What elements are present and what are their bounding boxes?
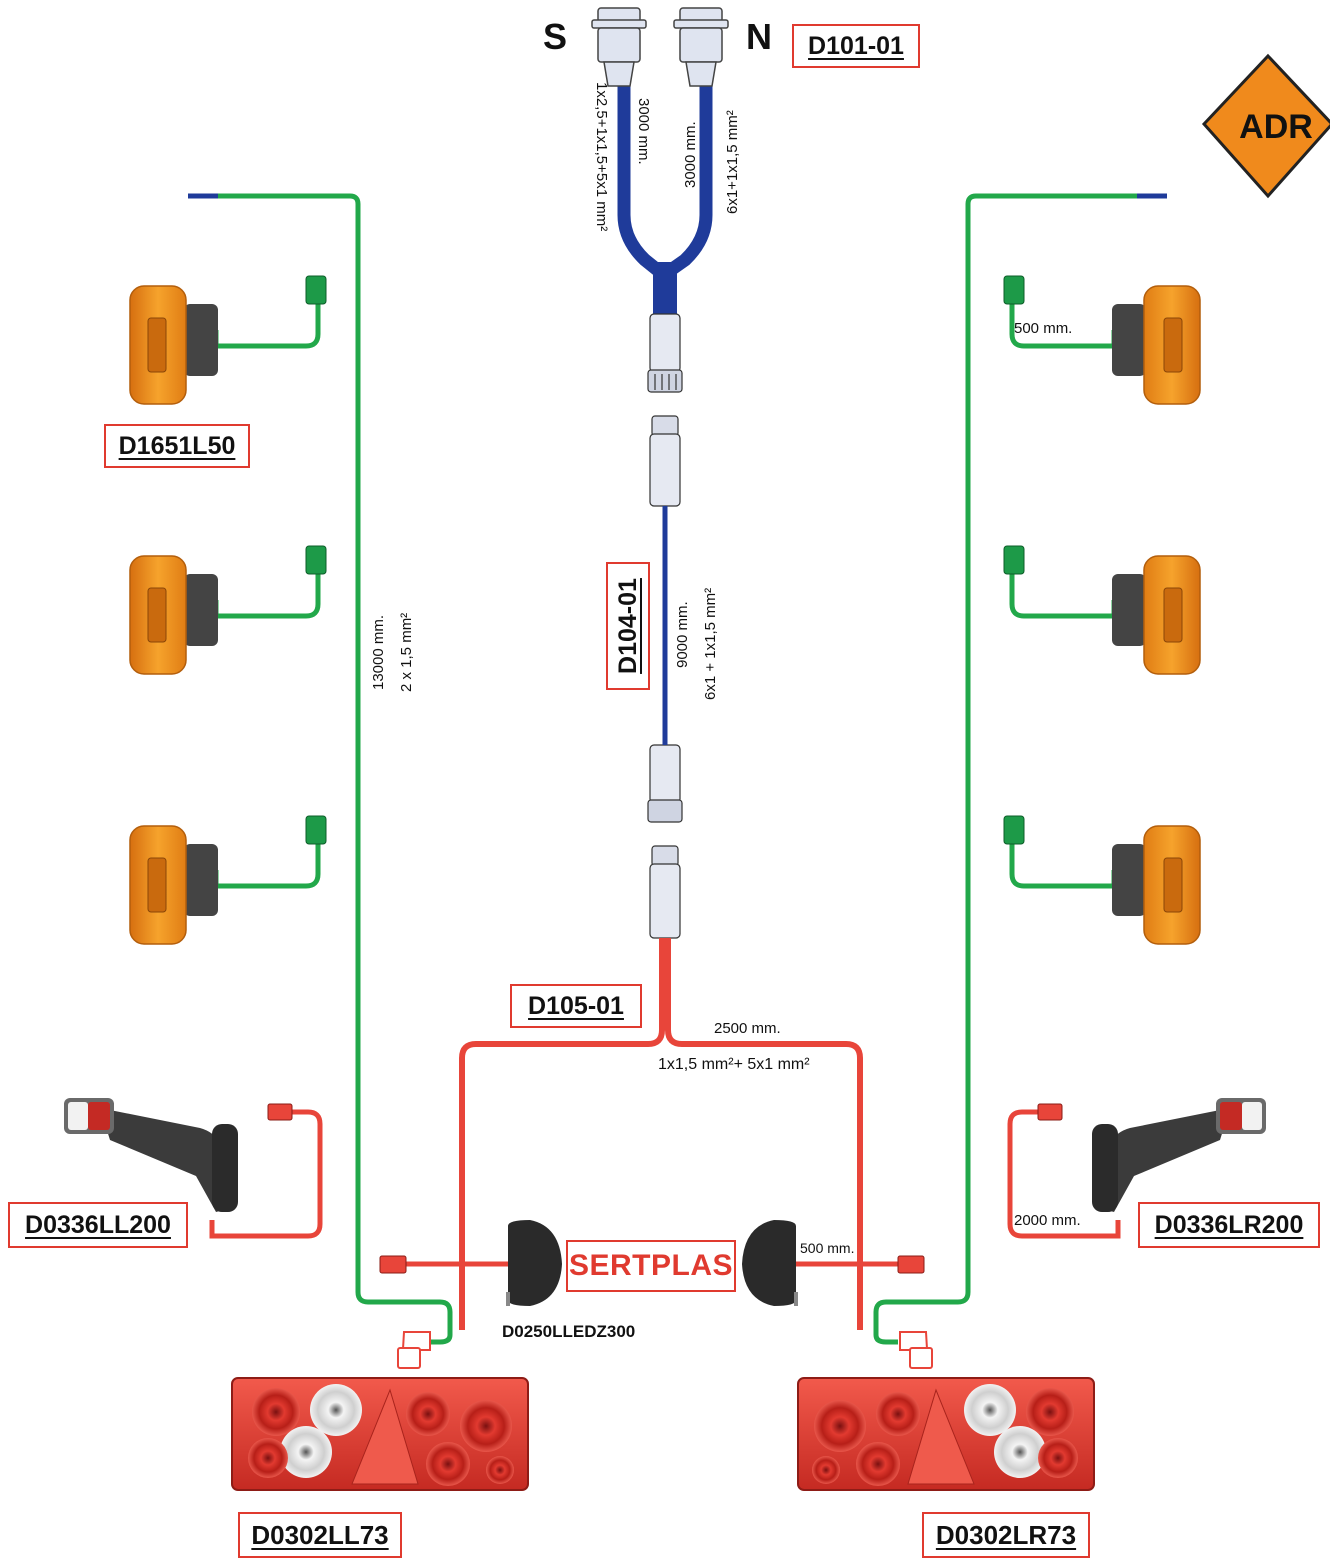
socket-s-icon xyxy=(591,7,647,87)
part-code-d0250: D0250LLEDZ300 xyxy=(502,1322,636,1341)
rear-lamp-right-icon xyxy=(797,1377,1095,1491)
part-code-d104: D104-01 xyxy=(606,562,650,690)
plate-lamp-left-icon xyxy=(379,1220,562,1306)
left-marker-lamps xyxy=(129,275,327,945)
cable-spec-side-section: 2 x 1,5 mm² xyxy=(398,612,415,692)
plug-connector-icon xyxy=(647,313,683,393)
cable-spec-n-length: 3000 mm. xyxy=(682,121,699,188)
part-code-d0302lr: D0302LR73 xyxy=(922,1512,1090,1558)
socket-n-label: N xyxy=(746,16,772,57)
rear-right-connector-icon xyxy=(899,1331,933,1369)
cable-spec-d104-length: 9000 mm. xyxy=(674,601,691,668)
cable-spec-side-length: 13000 mm. xyxy=(370,614,387,690)
cable-spec-d105-section: 1x1,5 mm²+ 5x1 mm² xyxy=(658,1056,810,1073)
rear-left-connector-icon xyxy=(397,1331,431,1369)
plate-lamp-right-icon xyxy=(742,1220,925,1306)
rear-lamp-left-icon xyxy=(231,1377,529,1491)
adr-diamond-icon: ADR xyxy=(1201,53,1330,199)
d104-cable xyxy=(647,415,683,823)
cable-spec-n-section: 6x1+1x1,5 mm² xyxy=(724,110,741,214)
brand-logo: SERTPLAS xyxy=(566,1240,736,1292)
cable-spec-s-section: 1x2,5+1x1,5+5x1 mm² xyxy=(593,82,610,232)
right-outline-lamp-icon xyxy=(1007,1098,1266,1239)
part-code-d0336ll: D0336LL200 xyxy=(8,1202,188,1248)
cable-spec-outline-lead: 2000 mm. xyxy=(1014,1212,1081,1229)
cable-spec-s-length: 3000 mm. xyxy=(635,98,652,165)
adr-label: ADR xyxy=(1239,108,1313,146)
part-code-d101: D101-01 xyxy=(792,24,920,68)
part-code-d0302ll: D0302LL73 xyxy=(238,1512,402,1558)
cable-spec-marker-lead: 500 mm. xyxy=(1014,320,1073,337)
part-code-d1651: D1651L50 xyxy=(104,424,250,468)
cable-spec-d105-length: 2500 mm. xyxy=(714,1020,781,1037)
right-green-trunk xyxy=(873,193,1167,1345)
part-code-d105: D105-01 xyxy=(510,984,642,1028)
socket-s-label: S xyxy=(543,16,568,57)
d101-harness xyxy=(617,78,713,319)
cable-spec-plate-lead: 500 mm. xyxy=(800,1240,855,1256)
left-outline-lamp-icon xyxy=(64,1098,323,1239)
left-green-trunk xyxy=(188,193,453,1345)
right-marker-lamps xyxy=(1003,275,1201,945)
d105-cable xyxy=(459,845,863,1330)
socket-n-icon xyxy=(673,7,729,87)
part-code-d0336lr: D0336LR200 xyxy=(1138,1202,1320,1248)
cable-spec-d104-section: 6x1 + 1x1,5 mm² xyxy=(702,587,719,700)
